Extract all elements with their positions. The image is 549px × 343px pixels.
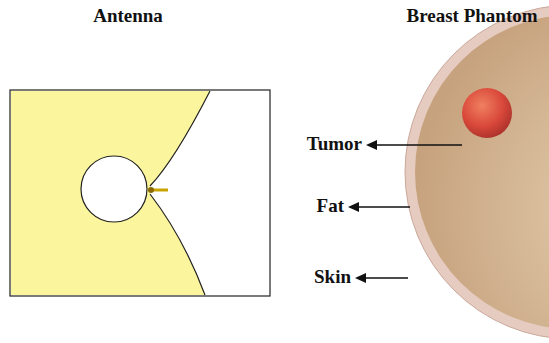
- skin-layer: [405, 5, 549, 339]
- part-label: Skin: [314, 267, 351, 288]
- feed-point: [148, 187, 154, 193]
- antenna-metal: [11, 91, 210, 295]
- arrowhead: [355, 273, 366, 283]
- fat-leader: [356, 206, 410, 208]
- slot-circle: [81, 156, 147, 222]
- slot-edge: [150, 91, 210, 295]
- arrowhead: [348, 202, 359, 212]
- panel-heading: Antenna: [93, 6, 163, 27]
- arrowhead: [366, 140, 377, 150]
- leader-arrows: [348, 140, 462, 283]
- tumor: [462, 88, 512, 138]
- fat-layer: [415, 15, 549, 329]
- part-label: Tumor: [307, 134, 362, 155]
- tumor-leader: [374, 144, 462, 146]
- part-label: Fat: [317, 196, 344, 217]
- panel-heading: Breast Phantom: [406, 6, 537, 27]
- skin-leader: [363, 277, 408, 279]
- antenna-board: [10, 90, 270, 296]
